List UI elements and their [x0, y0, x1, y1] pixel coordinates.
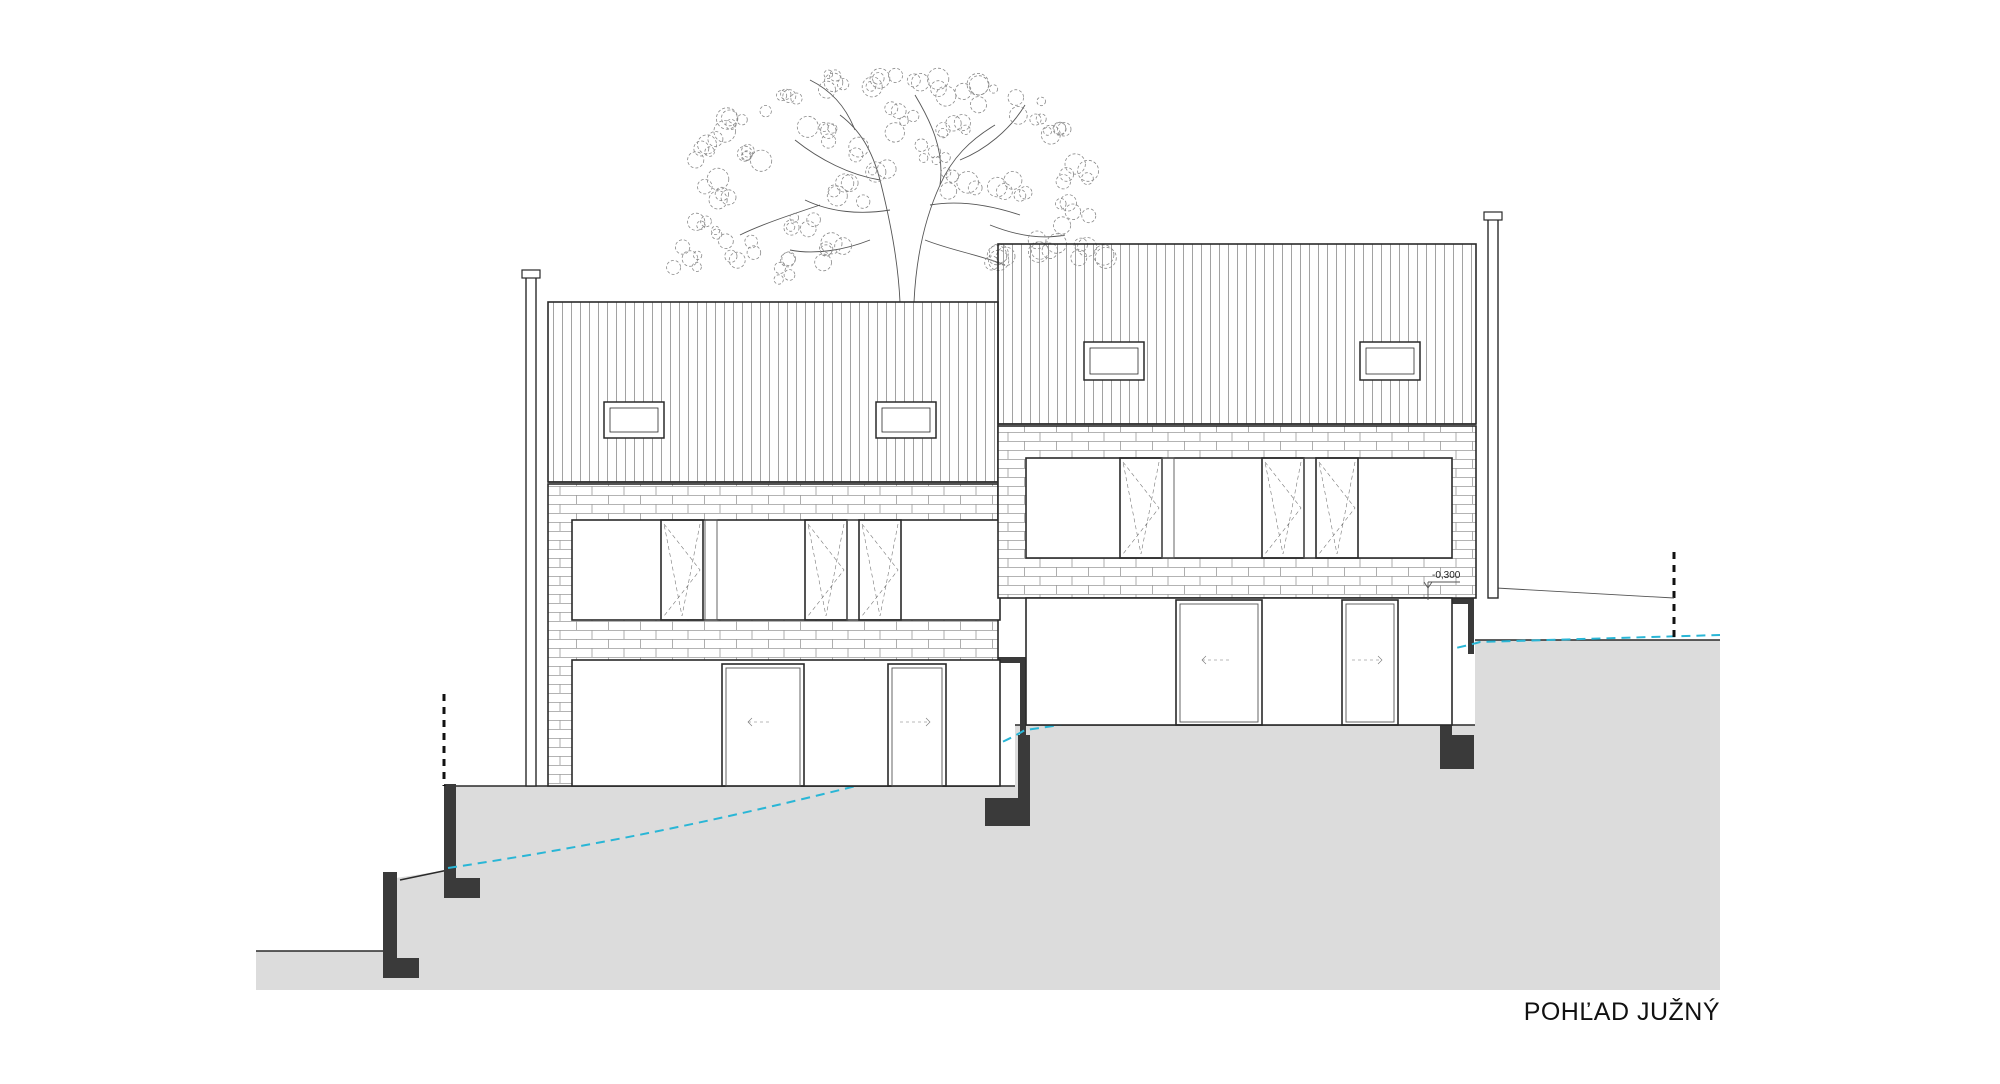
door-right	[1175, 599, 1263, 726]
window-band-lower	[571, 659, 1001, 787]
window-band-upper	[571, 519, 1001, 621]
view-title: POHĽAD JUŽNÝ	[1523, 998, 1720, 1026]
window-band-upper-right	[1025, 457, 1453, 559]
house-right: -0,300	[997, 211, 1503, 726]
level-label: -0,300	[1432, 570, 1461, 581]
property-boundary-markers	[442, 552, 1676, 786]
window-band-lower-right	[1025, 597, 1453, 726]
chimney-right	[1487, 217, 1499, 599]
roof-right	[997, 243, 1477, 425]
roof-left	[547, 301, 999, 483]
rail	[1495, 587, 1675, 599]
original-terrain-line	[447, 634, 1721, 869]
door-right-2	[1341, 599, 1399, 726]
skylight	[603, 401, 665, 439]
chimney-left	[525, 275, 537, 787]
casement-windows-left	[660, 519, 902, 621]
skylight	[875, 401, 937, 439]
house-left	[521, 269, 1001, 787]
casement-windows-right	[1119, 457, 1359, 559]
